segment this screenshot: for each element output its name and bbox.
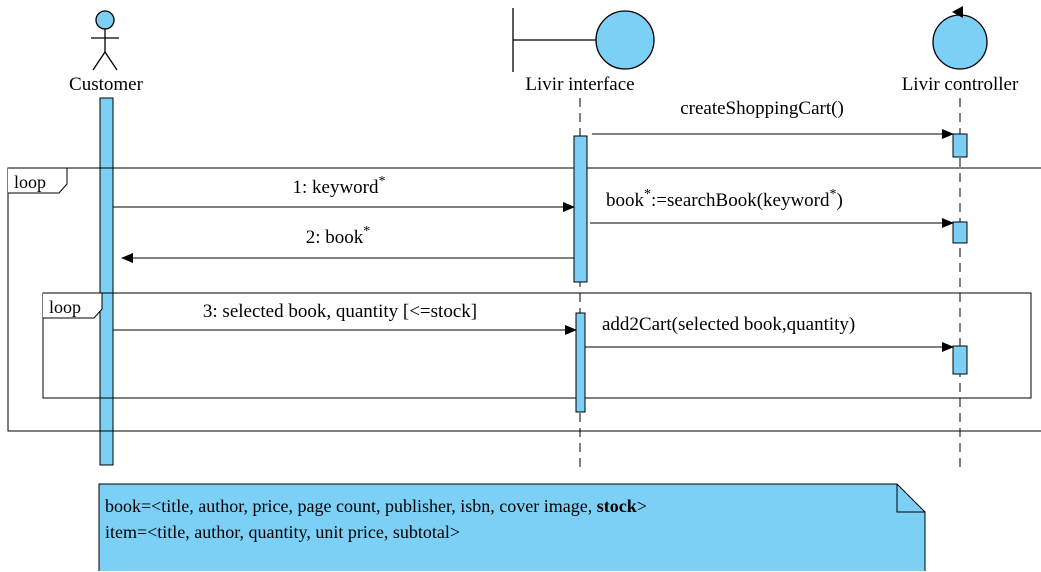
note: book=<title, author, price, page count, … (99, 484, 925, 572)
control-icon (932, 14, 988, 70)
customer-label: Customer (69, 74, 144, 95)
message-selected-book: 3: selected book, quantity [<=stock] (113, 301, 577, 335)
controller-activation-3 (952, 345, 968, 375)
inner-loop-fragment: loop (42, 292, 1032, 399)
return-book-label: 2: book* (306, 224, 371, 248)
note-line-item: item=<title, author, quantity, unit pric… (105, 522, 460, 542)
boundary-lifeline-head[interactable]: Livir interface (512, 8, 655, 95)
customer-activation (99, 97, 114, 466)
selected-book-label: 3: selected book, quantity [<=stock] (203, 301, 477, 322)
controller-label: Livir controller (902, 74, 1019, 95)
keyword-label: 1: keyword* (292, 174, 385, 198)
control-arrow-icon (952, 6, 963, 18)
customer-actor[interactable]: Customer (69, 10, 144, 95)
interface-activation-2 (575, 312, 586, 413)
note-fold-icon (896, 484, 925, 513)
message-create-cart: createShoppingCart() (592, 98, 954, 139)
note-line-book: book=<title, author, price, page count, … (105, 496, 647, 516)
controller-activation-2 (952, 221, 968, 244)
interface-label: Livir interface (525, 74, 634, 95)
message-keyword: 1: keyword* (113, 174, 575, 212)
message-add2cart: add2Cart(selected book,quantity) (585, 314, 954, 352)
note-box (98, 483, 926, 571)
create-cart-label: createShoppingCart() (680, 98, 844, 119)
outer-loop-label: loop (14, 172, 46, 192)
actor-head-icon (95, 10, 115, 30)
interface-activation-1 (573, 135, 588, 283)
controller-activation-1 (952, 133, 968, 158)
message-search-book: book*:=searchBook(keyword*) (590, 187, 954, 228)
control-lifeline-head[interactable]: Livir controller (902, 6, 1019, 95)
search-book-label: book*:=searchBook(keyword*) (606, 187, 843, 211)
outer-loop-fragment: loop (7, 167, 1041, 432)
inner-loop-label: loop (49, 297, 81, 317)
add2cart-label: add2Cart(selected book,quantity) (602, 314, 855, 335)
boundary-icon (595, 10, 655, 70)
message-return-book: 2: book* (121, 224, 574, 263)
